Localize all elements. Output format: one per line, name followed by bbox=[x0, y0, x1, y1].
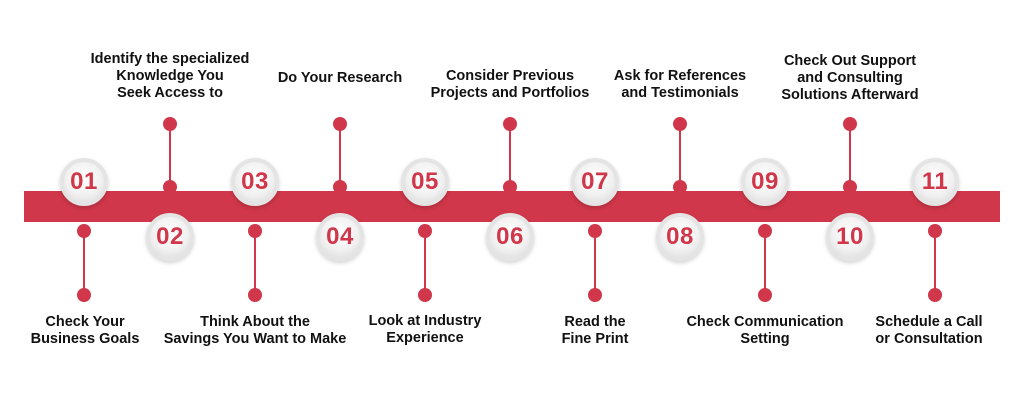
step-label: Identify the specialized Knowledge You S… bbox=[90, 51, 250, 101]
step-number: 03 bbox=[241, 168, 269, 195]
connector-dot bbox=[588, 288, 602, 302]
step-number-badge: 11 bbox=[911, 158, 959, 206]
step-label: Schedule a Call or Consultation bbox=[875, 314, 983, 347]
connector-dot bbox=[758, 288, 772, 302]
step-number: 11 bbox=[921, 168, 949, 195]
connector-dot bbox=[673, 180, 687, 194]
step-number: 06 bbox=[496, 223, 524, 250]
connector-line bbox=[594, 231, 596, 295]
connector-dot bbox=[248, 288, 262, 302]
connector-dot bbox=[163, 180, 177, 194]
connector-line bbox=[764, 231, 766, 295]
connector-line bbox=[509, 124, 511, 186]
step-label: Look at Industry Experience bbox=[368, 313, 482, 346]
connector-line bbox=[169, 124, 171, 186]
connector-dot bbox=[77, 288, 91, 302]
connector-dot bbox=[333, 180, 347, 194]
step-number: 08 bbox=[666, 223, 694, 250]
connector-line bbox=[934, 231, 936, 295]
step-number-badge: 01 bbox=[60, 158, 108, 206]
connector-dot bbox=[418, 288, 432, 302]
step-number: 01 bbox=[70, 168, 98, 195]
step-label: Think About the Savings You Want to Make bbox=[163, 314, 347, 347]
connector-dot bbox=[928, 288, 942, 302]
step-number-badge: 05 bbox=[401, 158, 449, 206]
step-label: Check Communication Setting bbox=[686, 314, 844, 347]
step-number: 05 bbox=[411, 168, 439, 195]
step-label: Check Out Support and Consulting Solutio… bbox=[781, 53, 919, 103]
step-label: Consider Previous Projects and Portfolio… bbox=[430, 68, 590, 101]
step-number-badge: 08 bbox=[656, 213, 704, 261]
step-label: Do Your Research bbox=[277, 70, 403, 86]
step-number: 02 bbox=[156, 223, 184, 250]
connector-line bbox=[679, 124, 681, 186]
step-number-badge: 10 bbox=[826, 213, 874, 261]
step-number-badge: 09 bbox=[741, 158, 789, 206]
step-number-badge: 04 bbox=[316, 213, 364, 261]
step-label: Ask for References and Testimonials bbox=[613, 68, 747, 101]
step-label: Check Your Business Goals bbox=[30, 314, 140, 347]
connector-line bbox=[424, 231, 426, 295]
step-number-badge: 06 bbox=[486, 213, 534, 261]
connector-line bbox=[339, 124, 341, 186]
step-number: 09 bbox=[751, 168, 779, 195]
step-number-badge: 07 bbox=[571, 158, 619, 206]
step-number: 10 bbox=[836, 223, 864, 250]
connector-dot bbox=[843, 180, 857, 194]
connector-line bbox=[254, 231, 256, 295]
connector-line bbox=[849, 124, 851, 186]
step-number-badge: 02 bbox=[146, 213, 194, 261]
connector-dot bbox=[503, 180, 517, 194]
connector-line bbox=[83, 231, 85, 295]
step-label: Read the Fine Print bbox=[561, 314, 629, 347]
step-number-badge: 03 bbox=[231, 158, 279, 206]
step-number: 04 bbox=[326, 223, 354, 250]
step-number: 07 bbox=[581, 168, 609, 195]
